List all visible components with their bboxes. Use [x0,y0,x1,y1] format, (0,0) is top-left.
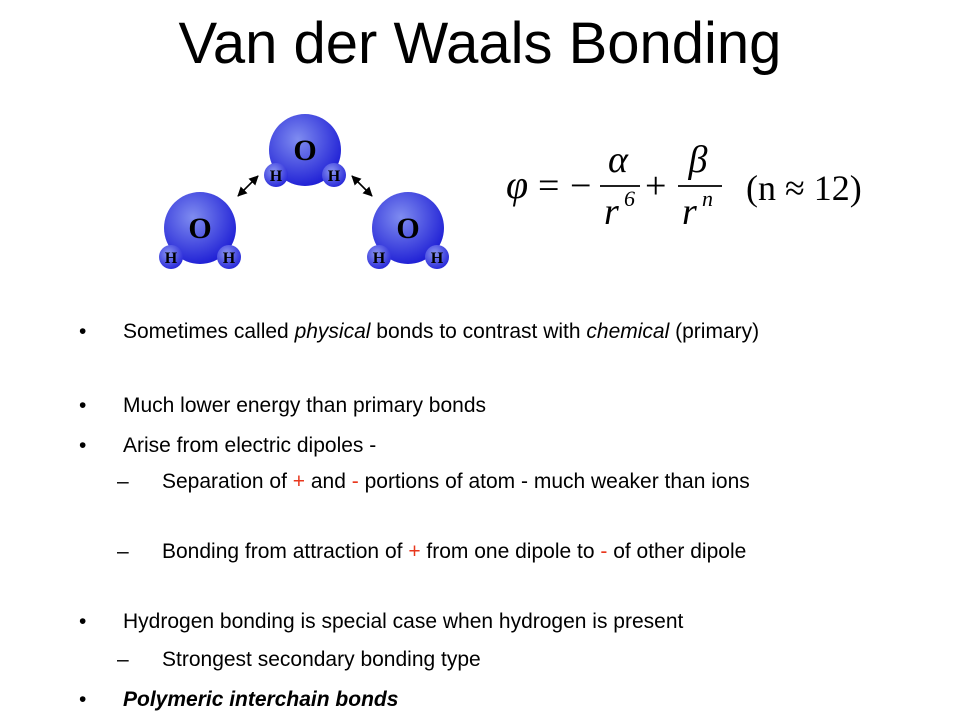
hydrogen-label: H [431,250,444,267]
plus-sign: + [645,165,666,207]
bullet-marker: • [79,688,87,711]
potential-formula: φ = − α r 6 + β r n (n ≈ 12) [506,139,862,233]
phi-symbol: φ [506,162,528,207]
minus-sign: − [570,165,591,207]
r-denominator: r [682,191,697,233]
hydrogen-atom [367,245,391,269]
equals-sign: = [538,165,559,207]
bullet-marker: • [79,394,87,417]
beta-numerator: β [688,139,708,181]
attraction-arrow [237,175,259,197]
slide-title: Van der Waals Bonding [178,11,782,76]
hydrogen-atom [264,163,288,187]
sub-bullet-item: – Separation of + and - portions of atom… [117,466,862,497]
sub-bullet-marker: – [117,540,129,563]
hydrogen-label: H [270,168,283,185]
sub-bullet-marker: – [117,470,129,493]
oxygen-label: O [188,212,211,245]
water-molecule-top: O H H [264,114,346,187]
hydrogen-atom [217,245,241,269]
hydrogen-atom [322,163,346,187]
bullet-item: • Much lower energy than primary bonds [79,390,859,421]
bullet-item: • Polymeric interchain bonds [79,684,859,715]
hydrogen-label: H [165,250,178,267]
bullet-item: • Sometimes called physical bonds to con… [79,316,859,347]
bullet-marker: • [79,320,87,343]
water-molecules-diagram: O H H O H H O H H [159,114,449,269]
oxygen-atom [372,192,444,264]
hydrogen-label: H [223,250,236,267]
bullet-item: • Hydrogen bonding is special case when … [79,606,859,637]
oxygen-atom [269,114,341,186]
oxygen-atom [164,192,236,264]
hydrogen-atom [159,245,183,269]
water-molecule-left: O H H [159,192,241,269]
attraction-arrow [351,175,373,197]
water-molecule-right: O H H [367,192,449,269]
sub-bullet-marker: – [117,648,129,671]
oxygen-label: O [396,212,419,245]
r-denominator: r [604,191,619,233]
exponent-note: (n ≈ 12) [746,168,862,208]
bullet-marker: • [79,434,87,457]
sub-bullet-item: – Strongest secondary bonding type [117,644,862,675]
exponent-n: n [702,186,713,211]
oxygen-label: O [293,134,316,167]
hydrogen-label: H [373,250,386,267]
hydrogen-label: H [328,168,341,185]
bullet-item: • Arise from electric dipoles - [79,430,859,461]
hydrogen-atom [425,245,449,269]
alpha-numerator: α [608,139,629,181]
bullet-marker: • [79,610,87,633]
exponent-six: 6 [624,186,635,211]
sub-bullet-item: – Bonding from attraction of + from one … [117,536,862,567]
